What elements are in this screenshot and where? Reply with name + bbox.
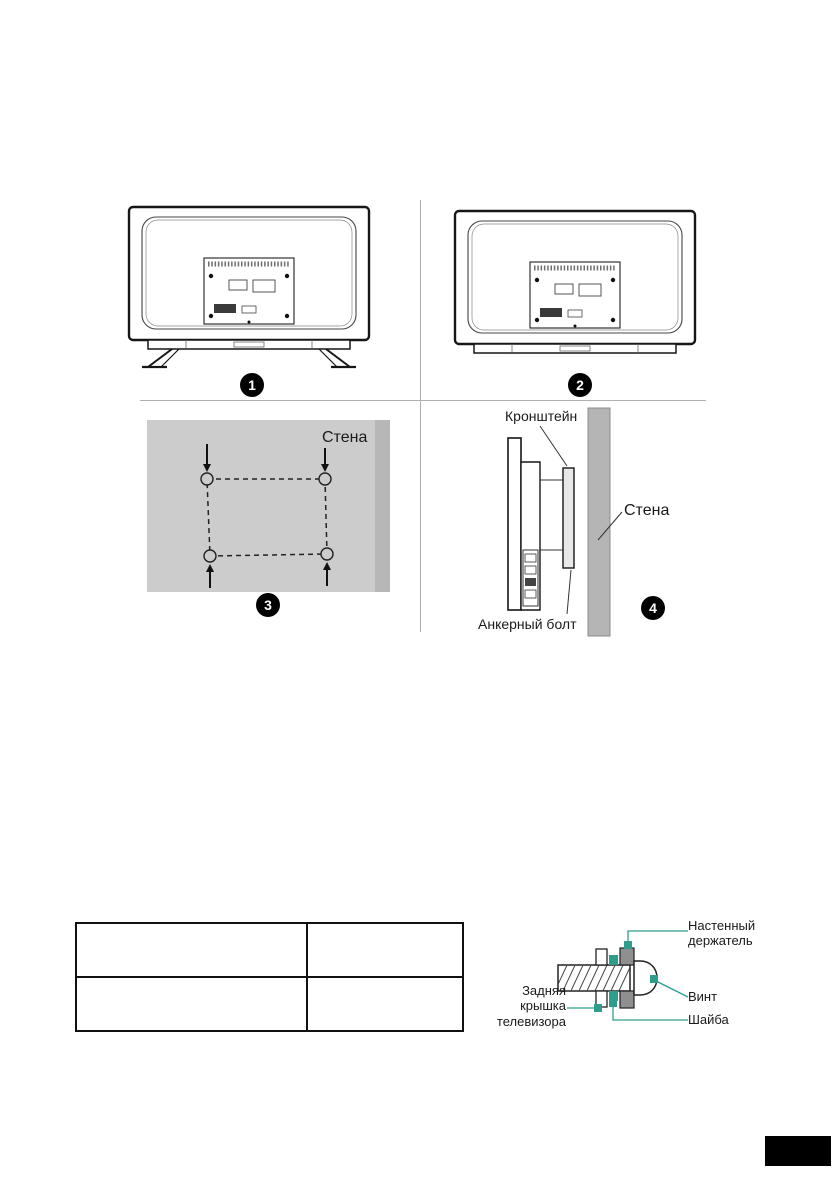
anchor-bolt-label: Анкерный болт [478,616,577,632]
tv-back-cover-tab [595,948,608,966]
step-2-number: 2 [576,377,584,393]
wall-drilling-figure [147,420,390,592]
vesa-mount-plate [529,261,621,329]
screw-shaft [557,964,631,992]
holder-leader-dot [624,941,632,949]
bracket-label: Кронштейн [505,408,578,424]
spec-table [75,922,464,1032]
step-1-badge: 1 [240,373,264,397]
wall-label-step3: Стена [322,429,368,446]
vertical-divider [420,200,421,632]
wall-holder-tab [619,947,635,966]
wall-holder-label: Настенный держатель [688,918,756,949]
anchor-leader-line [566,569,572,615]
screw-leader-line [655,980,689,998]
label-sticker [214,304,236,313]
table-cell-r2c2 [306,976,464,1032]
thread-hatching [558,965,630,991]
bracket [562,467,575,569]
wall-label-step4: Стена [624,502,670,519]
step-2-badge: 2 [568,373,592,397]
step-1-number: 1 [248,377,256,393]
arrow-icons [203,444,331,588]
washer-tab [609,991,618,1001]
step-3-badge: 3 [256,593,280,617]
stand-feet [142,348,356,369]
screw-assembly-figure [557,930,689,1021]
drill-hole [318,472,332,486]
washer-label: Шайба [688,1012,729,1027]
tv-back-no-stand-figure [453,209,697,354]
horizontal-divider [140,400,706,401]
tv-panel-side [507,437,522,611]
bracket-leader-line [539,425,568,467]
step-4-number: 4 [649,600,657,616]
cover-leader-dot [594,1004,602,1012]
tv-back-with-stand-figure [127,205,371,369]
drill-hole [203,549,217,563]
wall-surface [147,420,390,592]
wall [587,407,611,637]
step-3-number: 3 [264,597,272,613]
holder-leader-line [627,930,688,945]
label-sticker [540,308,562,317]
step-4-badge: 4 [641,596,665,620]
page-number-tab [765,1136,831,1166]
tv-back-cover-label: Задняя крышка телевизора [496,983,566,1029]
washer-tab [609,955,618,965]
table-cell-r1c1 [75,922,308,978]
bottom-bar [473,343,677,354]
screw-leader-dot [650,975,658,983]
screw-label: Винт [688,989,718,1004]
wall-mount-side-figure [507,407,623,637]
tv-back-cover-edge [467,220,683,334]
washer-leader-dot [609,999,617,1007]
bottom-bar [147,339,351,350]
vesa-mount-plate [203,257,295,325]
wall-holder-tab [619,990,635,1009]
table-cell-r2c1 [75,976,308,1032]
tv-back-cover-edge [141,216,357,330]
washer-leader-line [612,1003,688,1021]
wall-leader-line [597,511,623,541]
table-cell-r1c2 [306,922,464,978]
drill-hole [320,547,334,561]
drill-hole [200,472,214,486]
